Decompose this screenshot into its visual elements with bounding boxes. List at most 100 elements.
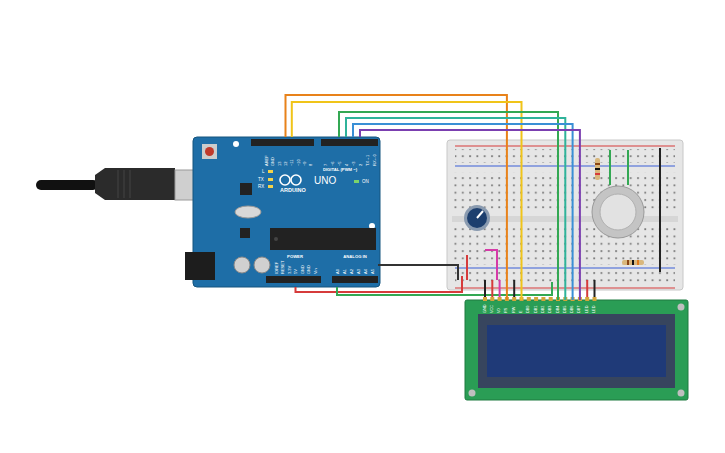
pin-label: ~9 — [302, 161, 307, 166]
mounting-hole — [678, 390, 685, 397]
pin-label: RW — [512, 307, 517, 313]
jumper-wire — [627, 150, 629, 185]
jumper-wire — [609, 150, 611, 185]
resistor-band — [637, 260, 639, 265]
resistor-band — [627, 260, 629, 265]
pin-label: 3.3V — [287, 266, 292, 274]
lcd-pin — [498, 297, 502, 301]
arduino-logo — [291, 175, 301, 185]
header-title: DIGITAL (PWM ~) — [323, 167, 357, 172]
jumper-wire — [485, 250, 497, 280]
pin-label: AREF — [264, 155, 269, 166]
pin-label: ~6 — [330, 161, 335, 166]
lcd-node: GNDVCCV0RSRWEDB0DB1DB2DB3DB4DB5DB6DB7LED… — [465, 300, 688, 400]
pin-label: A5 — [370, 269, 375, 274]
pin-label: A4 — [363, 269, 368, 274]
usb-plug-rib — [124, 170, 125, 198]
signal-wire — [353, 124, 573, 300]
resistor-band — [632, 260, 634, 265]
power-wire — [296, 276, 463, 292]
resistor-band — [595, 173, 600, 175]
pin-label: IOREF — [274, 262, 279, 274]
pin-label: LED — [585, 306, 590, 313]
resistor-symbol — [595, 158, 600, 180]
board-model-text: UNO — [314, 175, 336, 186]
resistor-symbol — [622, 260, 644, 265]
pin-label: 13 — [277, 162, 282, 166]
pin-label: GND — [270, 157, 275, 166]
lcd-frame — [478, 314, 675, 388]
small-ic — [240, 183, 252, 195]
lcd-pin — [534, 297, 538, 301]
pin-label: 8 — [308, 164, 313, 166]
gas-sensor — [592, 186, 644, 238]
pin-label: ~5 — [337, 161, 342, 166]
pin-label: V0 — [497, 308, 502, 313]
header-title: POWER — [287, 254, 303, 259]
pin-label: DB3 — [548, 306, 553, 313]
pin-label: DB6 — [570, 306, 575, 313]
led-label: RX — [258, 184, 264, 189]
pin-label: GND — [300, 265, 305, 274]
pin-label: DB2 — [541, 306, 546, 313]
lcd-wire — [499, 280, 501, 298]
pin-label: 5V — [293, 269, 298, 274]
pin-label: LED — [592, 306, 597, 313]
pin-header — [266, 276, 321, 283]
pin-label: 7 — [323, 164, 328, 166]
pin-label: ~3 — [351, 161, 356, 166]
pin-header — [332, 276, 378, 283]
lcd-board — [465, 300, 688, 400]
lcd-wire — [594, 280, 596, 298]
pin-label: DB4 — [556, 306, 561, 313]
lcd-pin — [527, 297, 531, 301]
pin-label: A2 — [349, 269, 354, 274]
led — [268, 170, 273, 173]
mounting-hole — [469, 390, 476, 397]
barrel-jack — [185, 252, 215, 280]
pin-label: DB5 — [563, 306, 568, 313]
signal-wire — [292, 102, 522, 300]
pin-label: Vin — [313, 268, 318, 274]
ground-wire — [378, 265, 458, 280]
lcd-pin — [490, 297, 494, 301]
led — [268, 185, 273, 188]
jumper-wire — [466, 255, 468, 280]
lcd-pin — [593, 297, 597, 301]
pin-label: A0 — [335, 269, 340, 274]
pin-label: RESET — [280, 261, 285, 274]
pin-header — [251, 139, 314, 146]
potentiometer-base — [464, 205, 490, 231]
signal-wire — [339, 112, 558, 300]
pin-label: TX→1 — [365, 155, 370, 166]
board-logo-text: ARDUINO — [280, 187, 306, 194]
pin-label: RS — [504, 308, 509, 313]
pin-label: A3 — [356, 269, 361, 274]
chip-notch — [274, 237, 278, 241]
usb-plug-rib — [118, 170, 119, 198]
led-label: ON — [362, 179, 369, 184]
jumper-wire — [659, 148, 661, 272]
pin-label: 12 — [283, 162, 288, 166]
pin-label: ~10 — [296, 159, 301, 166]
pin-label: VCC — [490, 305, 495, 313]
microcontroller-chip — [270, 228, 376, 250]
pin-label: A1 — [342, 269, 347, 274]
usb-plug-rib — [130, 170, 131, 198]
pin-label: E — [519, 310, 524, 313]
led-label: TX — [258, 177, 264, 182]
pin-label: 2 — [358, 164, 363, 166]
gas-sensor-mesh — [600, 194, 636, 230]
pin-label: RX←0 — [372, 154, 377, 166]
pin-label: GND — [483, 305, 488, 313]
led-label: L — [262, 169, 265, 174]
lcd-wire — [484, 280, 486, 298]
regulator — [240, 228, 250, 238]
pin-label: DB1 — [534, 306, 539, 313]
capacitor — [254, 257, 270, 273]
capacitor — [234, 257, 250, 273]
reset-button — [202, 144, 217, 159]
usb-plug — [95, 168, 175, 200]
potentiometer-pointer — [477, 211, 483, 218]
